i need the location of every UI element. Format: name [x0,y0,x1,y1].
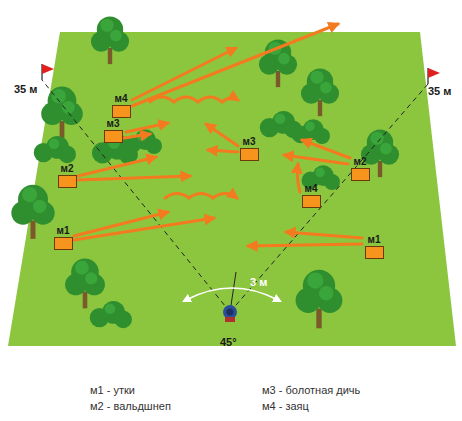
sector-lines [42,64,440,312]
legend-entry: м4 - заяц [262,400,309,412]
legend-text: м1 - утки [90,384,135,396]
station-label: м3 [242,136,257,147]
trees [11,16,399,328]
trap-box [112,105,131,118]
arc-label: 3 м [250,276,267,288]
legend-entry: м1 - утки [90,384,135,396]
angle-arc [186,288,278,300]
legend-text: м4 - заяц [262,400,309,412]
legend-text: м2 - вальдшнеп [90,400,171,412]
trap-box [104,130,123,143]
trap-station: м3 [240,136,259,161]
trap-box [302,195,321,208]
trap-box [58,175,77,188]
shooter [223,305,237,322]
distance-label: 35 м [14,83,37,95]
trap-box [365,246,384,259]
trajectories [74,24,362,246]
distance-label: 35 м [428,85,451,97]
station-label: м2 [353,156,368,167]
legend-text: м3 - болотная дичь [262,384,360,396]
trap-box [240,148,259,161]
trap-box [351,168,370,181]
trap-station: м2 [351,156,370,181]
trap-station: м1 [365,234,384,259]
station-label: м3 [106,118,121,129]
trap-station: м4 [302,183,321,208]
legend-entry: м3 - болотная дичь [262,384,360,396]
trap-station: м3 [104,118,123,143]
trap-station: м2 [58,163,77,188]
trap-station: м1 [54,225,73,250]
field [8,32,456,346]
station-label: м4 [304,183,319,194]
legend-entry: м2 - вальдшнеп [90,400,171,412]
angle-label: 45° [220,336,237,348]
station-label: м2 [60,163,75,174]
trap-station: м4 [112,93,131,118]
trap-box [54,237,73,250]
station-label: м1 [56,225,71,236]
station-label: м4 [114,93,129,104]
station-label: м1 [367,234,382,245]
